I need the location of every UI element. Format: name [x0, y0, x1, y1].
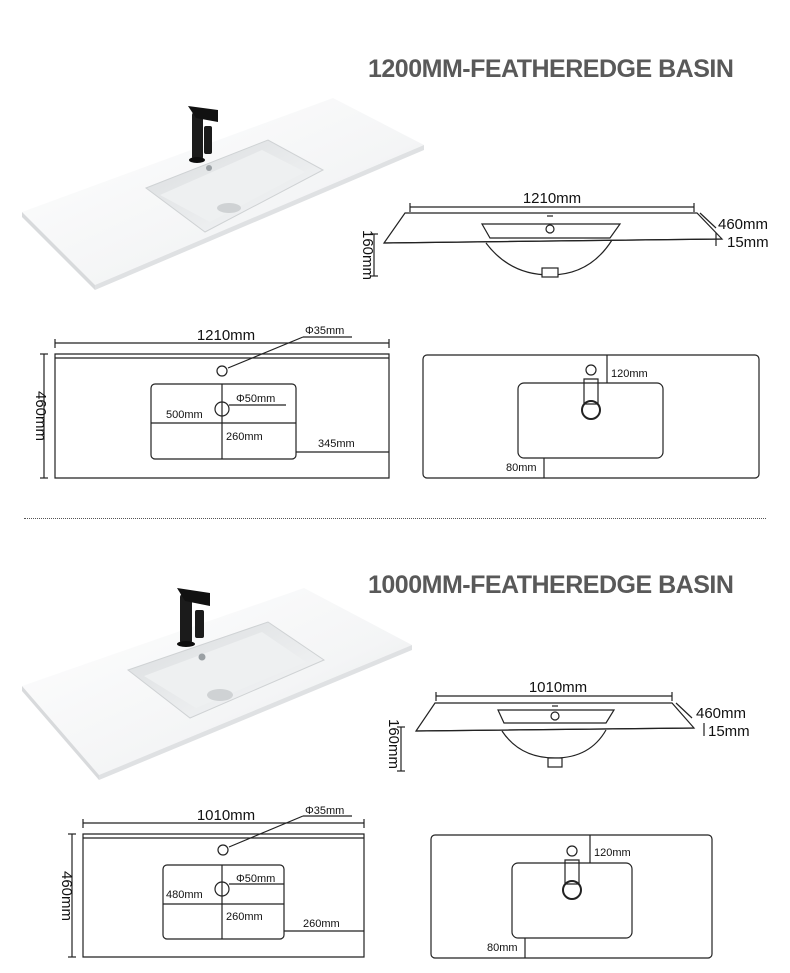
top-depth-label: 460mm: [32, 391, 49, 441]
top-view-1000: [68, 815, 365, 958]
drain-label: Φ50mm: [236, 393, 275, 405]
bowl-depth-label: 260mm: [226, 911, 263, 923]
side-width-label: 1010mm: [529, 679, 587, 696]
side-offset-label: 260mm: [303, 918, 340, 930]
tap-hole-label: Φ35mm: [305, 805, 344, 817]
faucet-outline-icon: [581, 364, 601, 420]
tap-offset-label: 120mm: [611, 368, 648, 380]
top-depth-label: 460mm: [58, 871, 75, 921]
side-thickness-label: 15mm: [708, 723, 750, 740]
tap-offset-label: 120mm: [594, 847, 631, 859]
faucet-icon: [177, 588, 210, 647]
side-offset-label: 345mm: [318, 438, 355, 450]
section-divider: [24, 518, 766, 519]
front-offset-label: 80mm: [487, 942, 518, 954]
section-2-title: 1000MM-FEATHEREDGE BASIN: [368, 571, 734, 599]
side-view-1200: [370, 203, 724, 278]
section-1-title: 1200MM-FEATHEREDGE BASIN: [368, 55, 734, 83]
side-height-label: 160mm: [359, 230, 376, 280]
top-width-label: 1210mm: [197, 327, 255, 344]
faucet-icon: [188, 106, 218, 163]
drain-label: Φ50mm: [236, 873, 275, 885]
basin-1200-illustration: [22, 98, 424, 290]
side-depth-label: 460mm: [696, 705, 746, 722]
bowl-length-label: 480mm: [166, 889, 203, 901]
side-thickness-label: 15mm: [727, 234, 769, 251]
underside-view-1200: [422, 354, 760, 479]
tap-hole-label: Φ35mm: [305, 325, 344, 337]
underside-view-1000: [430, 834, 713, 959]
bowl-depth-label: 260mm: [226, 431, 263, 443]
side-view-1000: [397, 692, 705, 772]
top-width-label: 1010mm: [197, 807, 255, 824]
faucet-outline-icon: [562, 845, 582, 900]
top-view-1200: [40, 336, 390, 479]
side-depth-label: 460mm: [718, 216, 768, 233]
side-height-label: 160mm: [385, 719, 402, 769]
side-width-label: 1210mm: [523, 190, 581, 207]
front-offset-label: 80mm: [506, 462, 537, 474]
bowl-length-label: 500mm: [166, 409, 203, 421]
basin-1000-illustration: [22, 588, 412, 780]
